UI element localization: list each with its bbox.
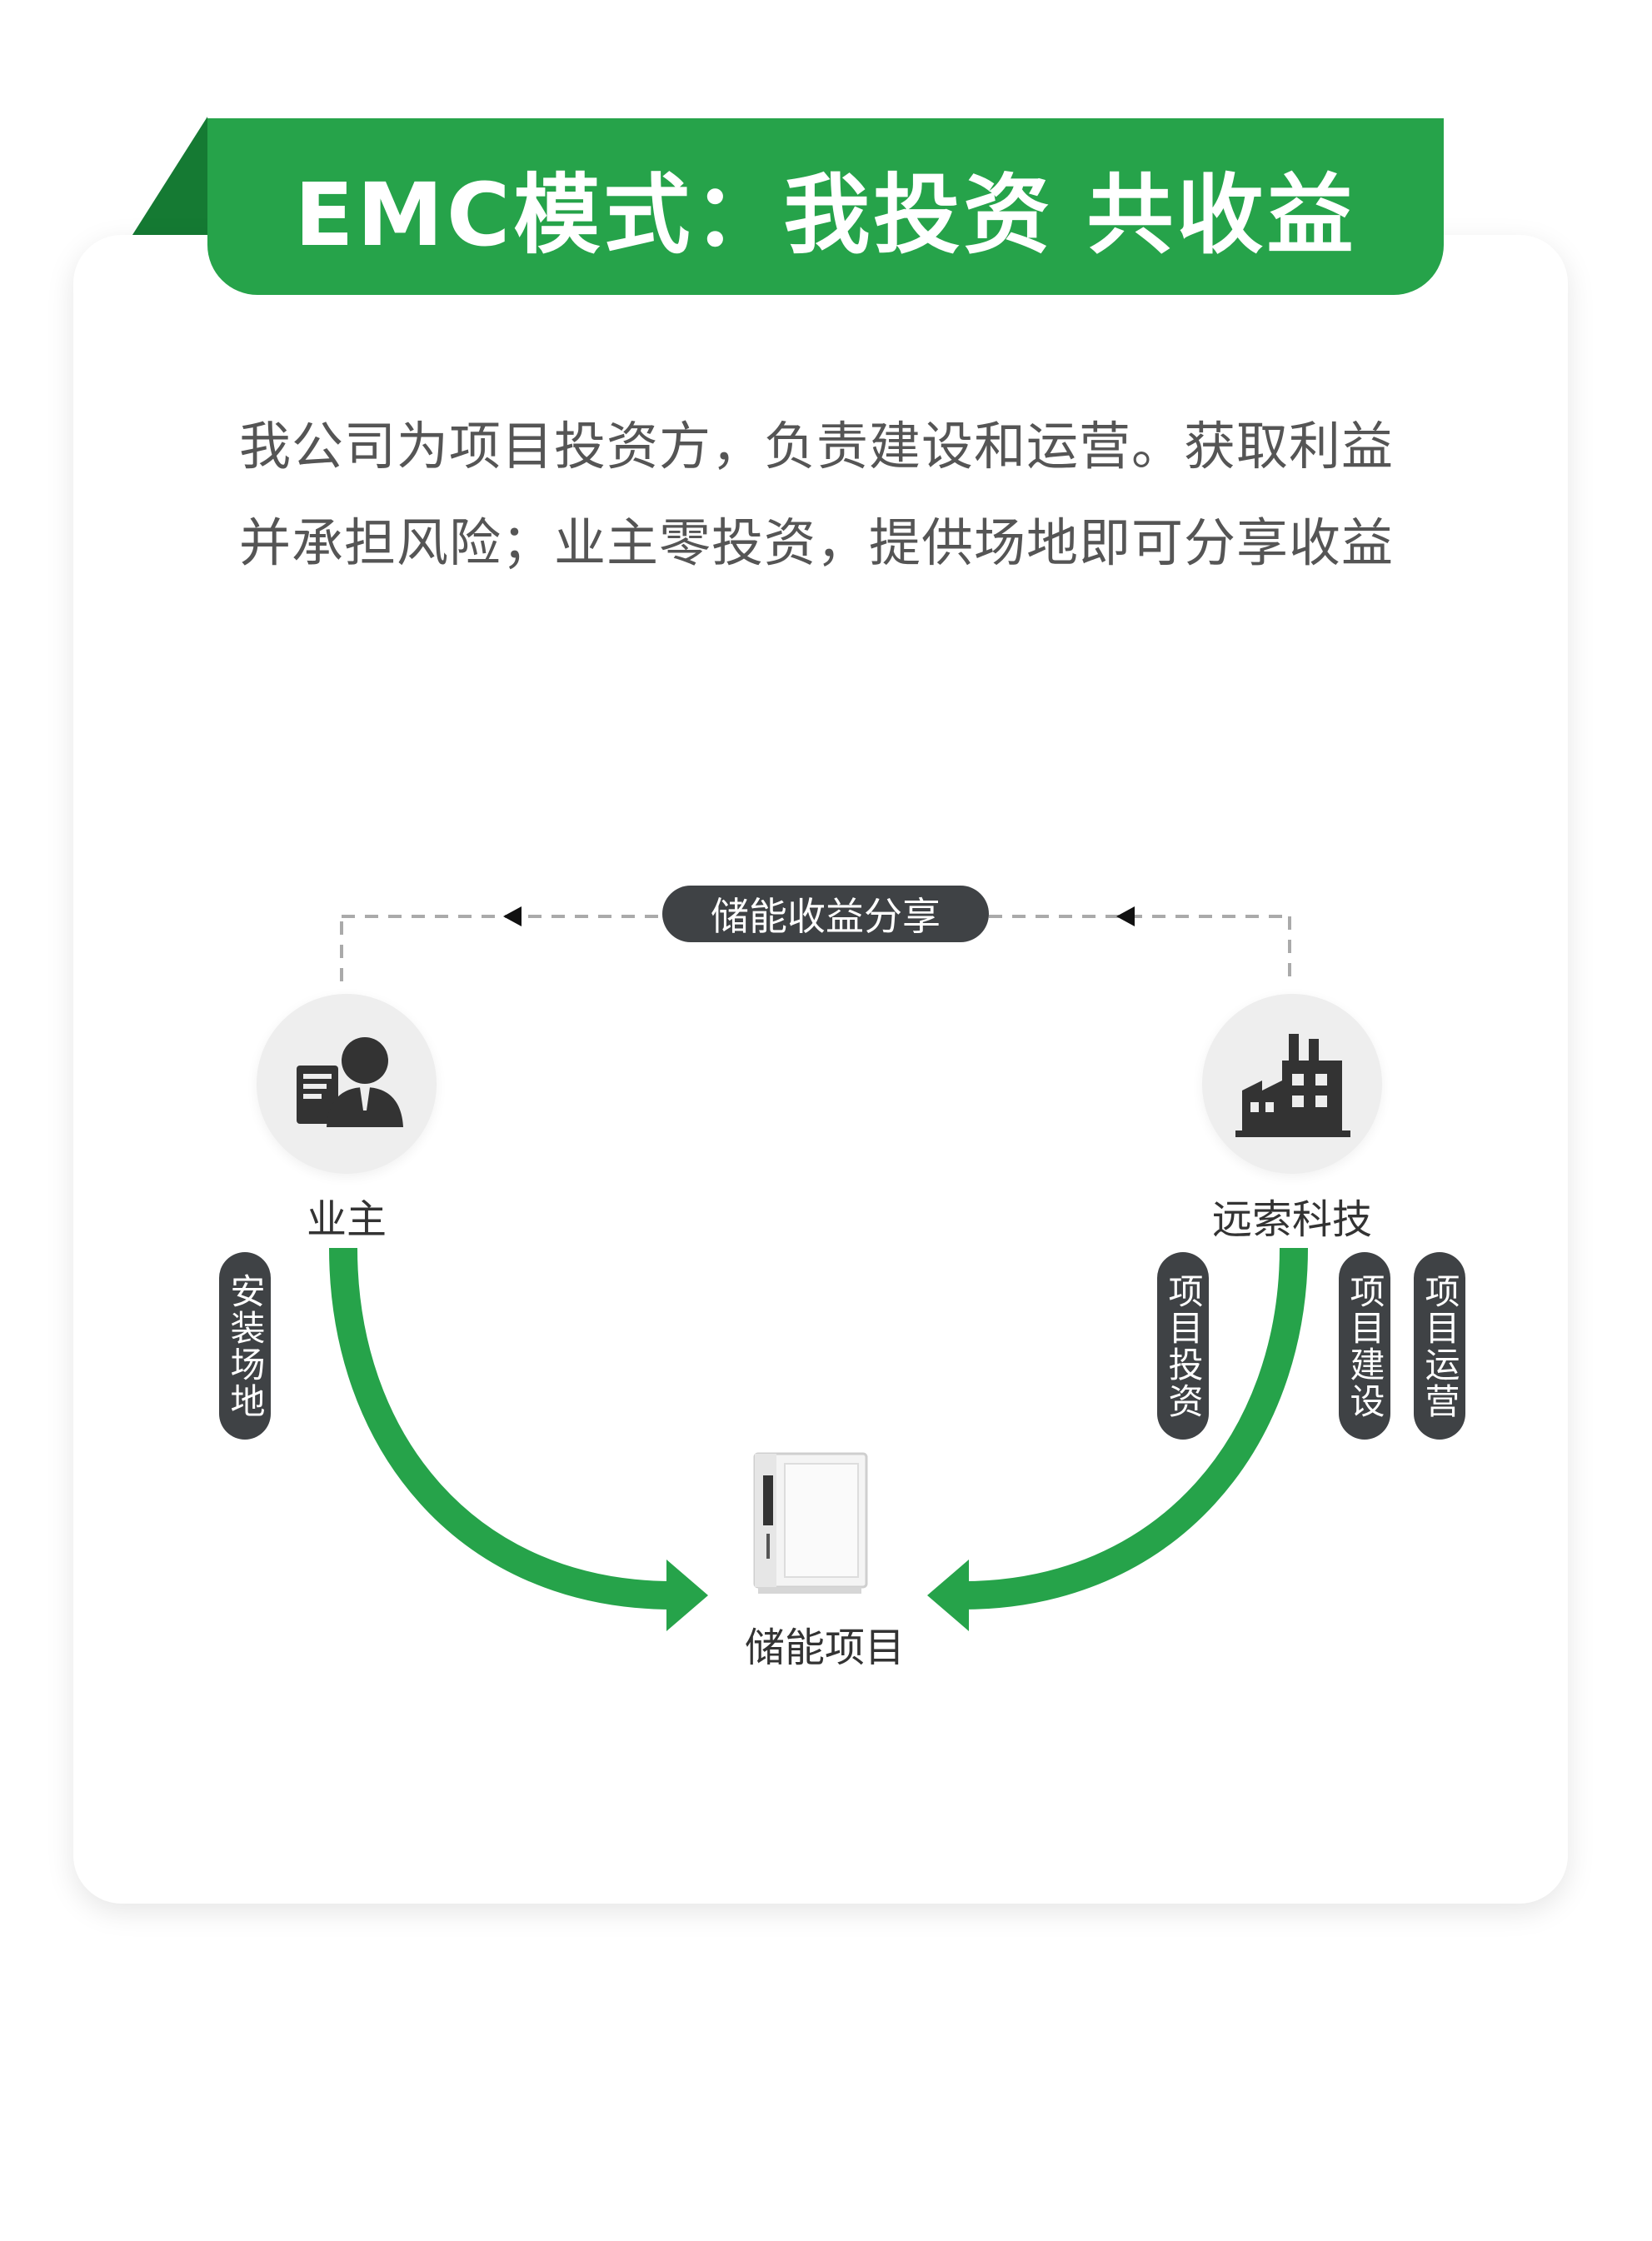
owner-label: 业主 <box>306 1196 387 1243</box>
dashed-arrowhead-left <box>503 906 522 926</box>
owner-arrowhead <box>666 1560 708 1631</box>
factory-icon <box>1235 1034 1350 1137</box>
project-label: 储能项目 <box>744 1625 905 1671</box>
owner-node <box>257 994 437 1174</box>
description: 我公司为项目投资方，负责建设和运营。获取利益 并承担风险；业主零投资，提供场地即… <box>239 398 1422 591</box>
owner-to-project-arrow <box>329 1247 674 1610</box>
banner-title: EMC模式：我投资 共收益 <box>294 163 1357 266</box>
banner-fold <box>121 117 207 253</box>
company-node <box>1202 994 1382 1174</box>
company-label: 远索科技 <box>1211 1196 1372 1243</box>
tag-install-site: 安装场地 <box>219 1252 271 1440</box>
company-arrowhead <box>927 1560 969 1631</box>
header-banner: EMC模式：我投资 共收益 <box>207 118 1444 295</box>
revenue-share-pill: 储能收益分享 <box>662 886 989 942</box>
revenue-share-dashed-path <box>340 915 1291 981</box>
company-to-project-arrow <box>961 1247 1308 1610</box>
tag-project-operation: 项目运营 <box>1414 1252 1465 1440</box>
tag-project-investment: 项目投资 <box>1157 1252 1209 1440</box>
dashed-arrowhead-right <box>1116 906 1135 926</box>
energy-storage-cabinet-icon <box>753 1452 868 1594</box>
businessman-icon <box>297 1037 403 1127</box>
tag-project-construction: 项目建设 <box>1339 1252 1390 1440</box>
description-line-2: 并承担风险；业主零投资，提供场地即可分享收益 <box>239 512 1395 573</box>
description-line-1: 我公司为项目投资方，负责建设和运营。获取利益 <box>239 416 1395 477</box>
